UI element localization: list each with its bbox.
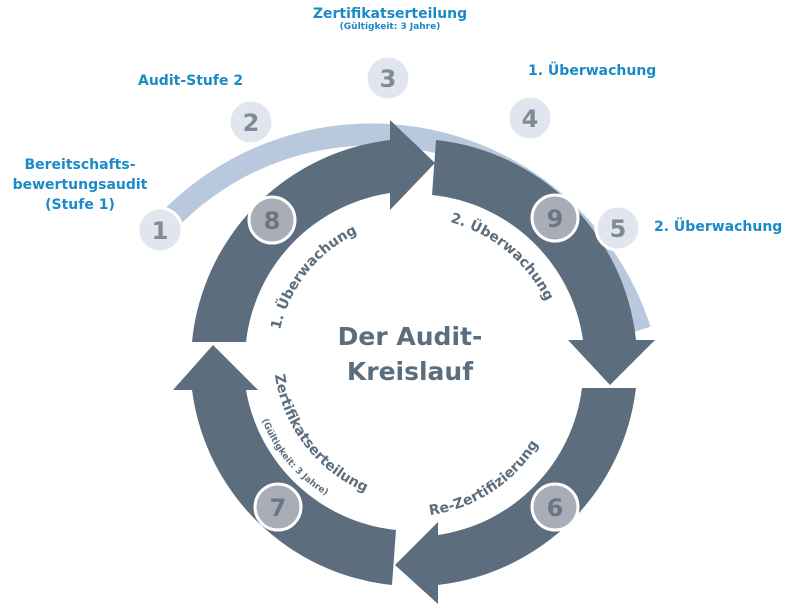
outer-label-3-sub: (Gültigkeit: 3 Jahre) [339, 22, 441, 32]
arrow-right [432, 140, 655, 385]
cycle-arrows [173, 120, 655, 604]
outer-step-3: 3 [364, 54, 412, 102]
outer-label-2: Audit-Stufe 2 [138, 73, 243, 89]
outer-label-3: Zertifikatserteilung (Gültigkeit: 3 Jahr… [290, 6, 490, 32]
outer-label-4-text: 1. Überwachung [528, 63, 657, 79]
arrow-left [173, 345, 396, 585]
svg-text:3: 3 [380, 65, 397, 93]
outer-label-4: 1. Überwachung [528, 63, 656, 79]
outer-step-2: 2 [227, 98, 275, 146]
outer-label-5-text: 2. Überwachung [654, 219, 783, 235]
arrow-top [192, 120, 435, 342]
svg-text:5: 5 [610, 215, 627, 243]
inner-step-9: 9 [530, 193, 580, 243]
outer-step-4: 4 [506, 94, 554, 142]
outer-label-5: 2. Überwachung [654, 219, 782, 235]
center-title: Der Audit- Kreislauf [338, 322, 483, 386]
inner-step-8: 8 [247, 195, 297, 245]
svg-text:4: 4 [522, 105, 539, 133]
inner-step-6: 6 [530, 482, 580, 532]
outer-label-1-line1: Bereitschafts- [24, 157, 136, 173]
svg-text:2: 2 [243, 109, 260, 137]
outer-label-1-line2: bewertungsaudit [12, 177, 148, 193]
svg-text:8: 8 [264, 207, 281, 235]
inner-step-7: 7 [253, 482, 303, 532]
outer-label-1: Bereitschafts- bewertungsaudit (Stufe 1) [12, 155, 148, 215]
outer-step-5: 5 [594, 204, 642, 252]
arrow-bottom [395, 388, 636, 604]
svg-text:Kreislauf: Kreislauf [347, 357, 474, 386]
outer-label-3-text: Zertifikatserteilung [312, 6, 468, 22]
svg-text:Der Audit-: Der Audit- [338, 322, 483, 351]
outer-label-2-text: Audit-Stufe 2 [138, 73, 244, 89]
outer-step-1: 1 [136, 206, 184, 254]
svg-text:6: 6 [547, 494, 564, 522]
svg-text:1: 1 [152, 217, 169, 245]
svg-text:9: 9 [547, 205, 564, 233]
outer-label-1-line3: (Stufe 1) [45, 197, 115, 213]
svg-text:7: 7 [270, 494, 287, 522]
